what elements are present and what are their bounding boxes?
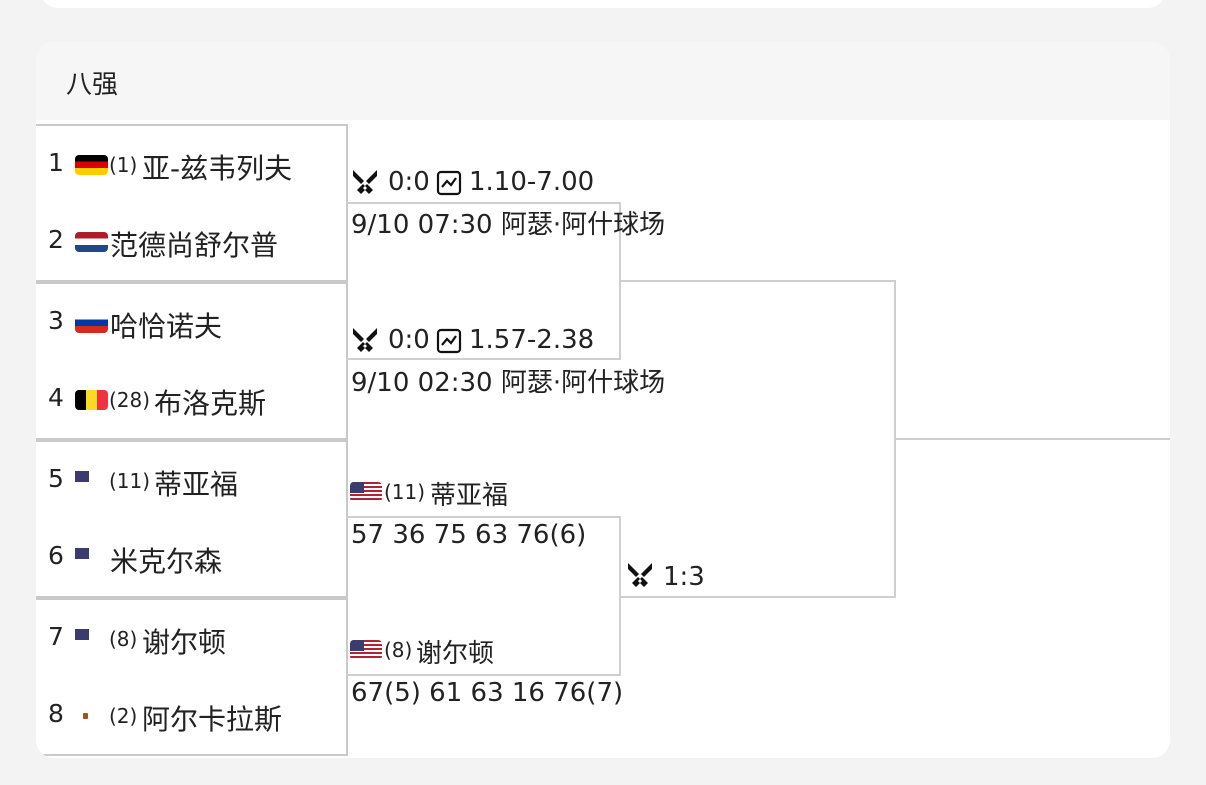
match-swords-icon <box>353 328 377 352</box>
player-number: 6 <box>48 541 64 570</box>
bracket-card: 八强 1 (1) 亚-兹韦列夫 2 范德尚舒尔普 3 哈恰诺夫 4 (28) 布… <box>36 42 1170 758</box>
player-name: 阿尔卡拉斯 <box>142 703 283 736</box>
first-round-pair-2: 3 哈恰诺夫 4 (28) 布洛克斯 <box>36 282 348 440</box>
player-seed: (2) <box>109 704 138 728</box>
player-number: 4 <box>48 383 64 412</box>
first-round-pair-1: 1 (1) 亚-兹韦列夫 2 范德尚舒尔普 <box>36 124 348 282</box>
player-row-1[interactable]: 1 (1) 亚-兹韦列夫 <box>36 126 346 203</box>
match-odds: 1.57-2.38 <box>469 325 595 355</box>
player-number: 5 <box>48 464 64 493</box>
player-seed: (8) <box>109 627 138 651</box>
sf-bottom-connector <box>621 596 896 598</box>
player-number: 2 <box>48 225 64 254</box>
player-row-2[interactable]: 2 范德尚舒尔普 <box>36 203 346 280</box>
sf-bracket-line <box>894 280 896 598</box>
player-name: 米克尔森 <box>110 545 223 578</box>
odds-chart-icon <box>436 170 462 196</box>
match-score[interactable]: 0:0 <box>388 167 430 197</box>
player-number: 3 <box>48 306 64 335</box>
player-row-7[interactable]: 7 (8) 谢尔顿 <box>36 600 346 677</box>
qf-bracket-line-2 <box>619 516 621 676</box>
player-number: 8 <box>48 699 64 728</box>
previous-card-edge <box>40 0 1166 8</box>
qf-bracket-line-1 <box>619 202 621 360</box>
player-seed: (11) <box>109 469 151 493</box>
match-schedule: 9/10 02:30 阿瑟·阿什球场 <box>351 368 666 398</box>
player-number: 1 <box>48 148 64 177</box>
player-row-5[interactable]: 5 (11) 蒂亚福 <box>36 442 346 519</box>
first-round-pair-4: 7 (8) 谢尔顿 8 (2) 阿尔卡拉斯 <box>36 598 348 756</box>
first-round-pair-3: 5 (11) 蒂亚福 6 米克尔森 <box>36 440 348 598</box>
set-scores-top: 57 36 75 63 76(6) <box>351 520 587 550</box>
qf2-bottom-connector <box>346 358 621 360</box>
player-name: 布洛克斯 <box>154 387 267 420</box>
usa-flag-icon <box>350 640 382 660</box>
match-swords-icon <box>628 563 652 587</box>
player-name: 范德尚舒尔普 <box>110 229 279 262</box>
final-connector <box>896 438 1170 440</box>
semifinal-score[interactable]: 1:3 <box>663 562 705 592</box>
player-row-3[interactable]: 3 哈恰诺夫 <box>36 284 346 361</box>
winner-seed: (11) <box>384 480 426 504</box>
player-row-6[interactable]: 6 米克尔森 <box>36 519 346 596</box>
match-odds: 1.10-7.00 <box>469 167 595 197</box>
winner-seed: (8) <box>384 638 413 662</box>
germany-flag-icon <box>75 155 108 175</box>
match-score[interactable]: 0:0 <box>388 325 430 355</box>
player-name: 谢尔顿 <box>142 626 227 659</box>
player-name: 蒂亚福 <box>154 468 239 501</box>
qf1-top-connector <box>346 202 621 204</box>
player-row-4[interactable]: 4 (28) 布洛克斯 <box>36 361 346 438</box>
card-header: 八强 <box>36 42 1170 120</box>
match-swords-icon <box>353 170 377 194</box>
match-schedule: 9/10 07:30 阿瑟·阿什球场 <box>351 210 666 240</box>
player-name: 亚-兹韦列夫 <box>142 152 293 185</box>
sf-top-connector <box>621 280 896 282</box>
winner-name: 谢尔顿 <box>416 639 495 669</box>
netherlands-flag-icon <box>75 232 108 252</box>
player-seed: (28) <box>109 388 151 412</box>
set-scores-bottom: 67(5) 61 63 16 76(7) <box>351 678 624 708</box>
odds-chart-icon <box>436 328 462 354</box>
player-number: 7 <box>48 622 64 651</box>
qf4-bottom-connector <box>346 674 621 676</box>
winner-name: 蒂亚福 <box>430 481 509 511</box>
player-seed: (1) <box>109 153 138 177</box>
russia-flag-icon <box>75 313 108 333</box>
round-title: 八强 <box>66 70 119 100</box>
qf3-top-connector <box>346 516 621 518</box>
player-name: 哈恰诺夫 <box>110 310 223 343</box>
usa-flag-icon <box>350 482 382 502</box>
player-row-8[interactable]: 8 (2) 阿尔卡拉斯 <box>36 677 346 754</box>
belgium-flag-icon <box>75 390 108 410</box>
